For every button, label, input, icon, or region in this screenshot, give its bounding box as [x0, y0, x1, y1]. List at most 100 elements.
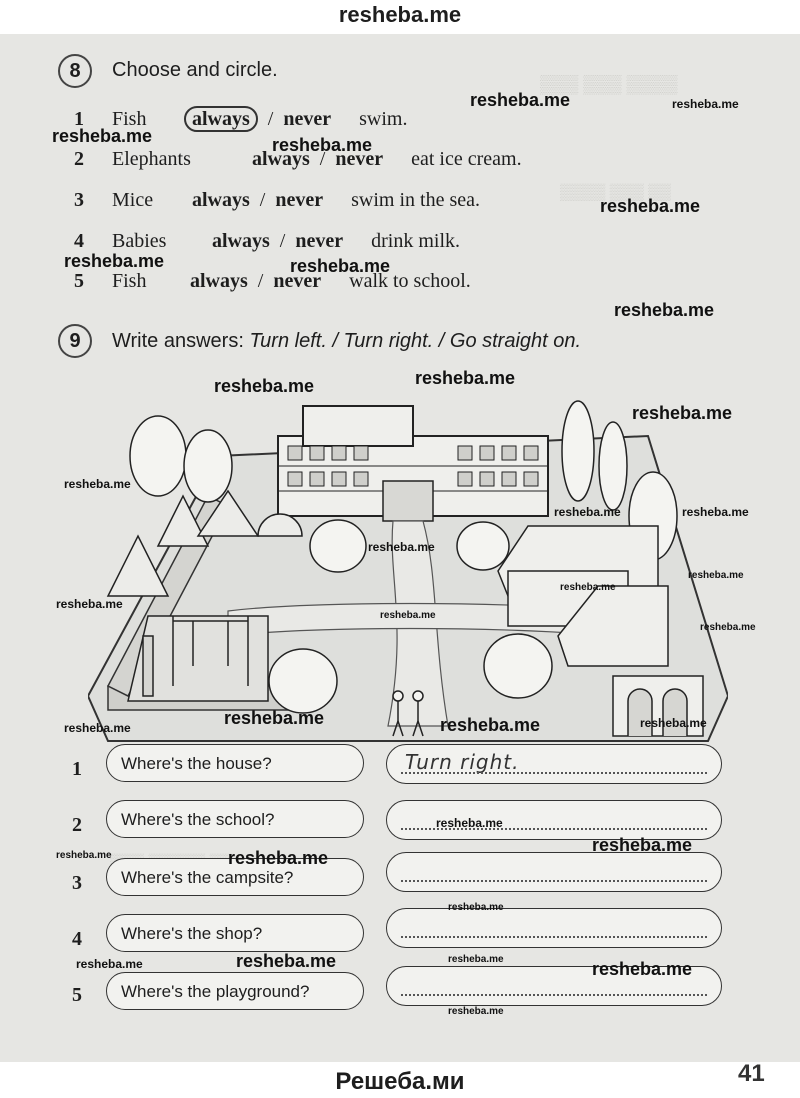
watermark: resheba.me	[64, 251, 165, 271]
watermark: resheba.me	[64, 477, 131, 491]
question-bubble: Where's the school?	[106, 800, 364, 838]
town-map-illustration	[88, 400, 728, 742]
question-number: 5	[72, 984, 82, 1006]
question-number: 1	[72, 758, 82, 780]
row-subject: Babies	[112, 230, 167, 252]
textbook-page: ▒▒▒ ▒▒▒ ▒▒▒▒ ▒▒▒▒ ▒▒▒ ▒▒ ▒▒▒ ▒▒▒▒▒ ▒▒ ▒▒…	[0, 34, 800, 1087]
watermark: resheba.me	[688, 570, 744, 581]
ghost-text: ▒▒▒▒ ▒▒▒ ▒▒	[560, 184, 671, 201]
watermark: resheba.me	[672, 97, 739, 111]
dotted-line	[401, 936, 707, 938]
answer-field[interactable]: Turn right.	[386, 744, 722, 784]
watermark: resheba.me	[440, 715, 541, 735]
option-never[interactable]: never	[295, 230, 344, 252]
ex8-row: 1 Fish always / never swim.	[74, 106, 408, 132]
exercise-title: Choose and circle.	[112, 59, 278, 81]
site-header: resheba.me	[338, 2, 462, 27]
row-rest: swim in the sea.	[351, 189, 480, 211]
separator: /	[259, 189, 266, 211]
exercise-title: Write answers: Turn left. / Turn right. …	[112, 330, 581, 353]
row-number: 4	[74, 230, 84, 252]
row-number: 1	[74, 108, 84, 130]
watermark: resheba.me	[592, 959, 693, 979]
handwritten-answer: Turn right.	[405, 750, 520, 774]
ex8-row: 2 Elephants always / never eat ice cream.	[74, 148, 522, 171]
row-subject: Fish	[112, 108, 147, 130]
watermark: resheba.me	[272, 135, 373, 155]
row-subject: Elephants	[112, 148, 191, 170]
watermark: resheba.me	[64, 721, 131, 735]
separator: /	[257, 270, 264, 292]
watermark: resheba.me	[448, 1006, 504, 1017]
option-always[interactable]: always	[212, 230, 270, 252]
option-always[interactable]: always	[192, 189, 250, 211]
site-footer: Решеба.ми	[335, 1068, 465, 1095]
option-always[interactable]: always	[190, 270, 248, 292]
row-rest: swim.	[359, 108, 408, 130]
watermark: resheba.me	[682, 505, 749, 519]
option-never[interactable]: never	[273, 270, 322, 292]
question-number: 3	[72, 872, 82, 894]
watermark: resheba.me	[592, 835, 693, 855]
watermark: resheba.me	[600, 196, 701, 216]
watermark: resheba.me	[700, 622, 756, 633]
option-never[interactable]: never	[335, 148, 384, 170]
question-bubble: Where's the campsite?	[106, 858, 364, 896]
question-bubble: Where's the house?	[106, 744, 364, 782]
answer-field[interactable]	[386, 908, 722, 948]
exercise-title-text: Write answers:	[112, 330, 244, 352]
watermark: resheba.me	[290, 256, 391, 276]
question-number: 2	[72, 814, 82, 836]
option-never[interactable]: never	[275, 189, 324, 211]
people	[392, 690, 424, 737]
separator: /	[319, 148, 326, 170]
row-subject: Mice	[112, 189, 154, 211]
exercise-options: Turn left. / Turn right. / Go straight o…	[249, 330, 582, 352]
row-subject: Fish	[112, 270, 147, 292]
watermark: resheba.me	[380, 610, 436, 621]
exercise-number: 9	[58, 324, 92, 358]
watermark: resheba.me	[52, 126, 153, 146]
watermark: resheba.me	[632, 403, 733, 423]
answer-field[interactable]	[386, 800, 722, 840]
watermark: resheba.me	[614, 300, 715, 320]
watermark: resheba.me	[368, 540, 435, 554]
house	[497, 525, 704, 737]
answer-field[interactable]	[386, 966, 722, 1006]
watermark: resheba.me	[448, 902, 504, 913]
watermark: resheba.me	[554, 505, 621, 519]
watermark: resheba.me	[76, 957, 143, 971]
watermark: resheba.me	[448, 954, 504, 965]
watermark: resheba.me	[214, 376, 315, 396]
watermark: resheba.me	[436, 816, 503, 830]
campsite	[106, 489, 303, 597]
option-never[interactable]: never	[283, 108, 332, 130]
watermark: resheba.me	[56, 597, 123, 611]
question-bubble: Where's the playground?	[106, 972, 364, 1010]
option-always[interactable]: always	[252, 148, 310, 170]
dotted-line	[401, 828, 707, 830]
school-building	[277, 405, 549, 522]
row-number: 2	[74, 148, 84, 170]
watermark: resheba.me	[236, 951, 337, 971]
separator: /	[267, 108, 274, 130]
dotted-line	[401, 994, 707, 996]
option-always-circled[interactable]: always	[184, 106, 258, 132]
page-number: 41	[738, 1060, 765, 1087]
watermark: resheba.me	[415, 368, 516, 388]
row-number: 5	[74, 270, 84, 292]
watermark: resheba.me	[560, 582, 616, 593]
ex8-row: 3 Mice always / never swim in the sea.	[74, 189, 480, 212]
watermark: resheba.me	[56, 850, 112, 861]
ex8-row: 4 Babies always / never drink milk.	[74, 230, 460, 253]
watermark: resheba.me	[224, 708, 325, 728]
row-number: 3	[74, 189, 84, 211]
row-rest: drink milk.	[371, 230, 461, 252]
exercise-number: 8	[58, 54, 92, 88]
question-bubble: Where's the shop?	[106, 914, 364, 952]
row-rest: eat ice cream.	[411, 148, 522, 170]
separator: /	[279, 230, 286, 252]
ghost-text: ▒▒▒ ▒▒▒ ▒▒▒▒	[540, 74, 678, 94]
answer-field[interactable]	[386, 852, 722, 892]
